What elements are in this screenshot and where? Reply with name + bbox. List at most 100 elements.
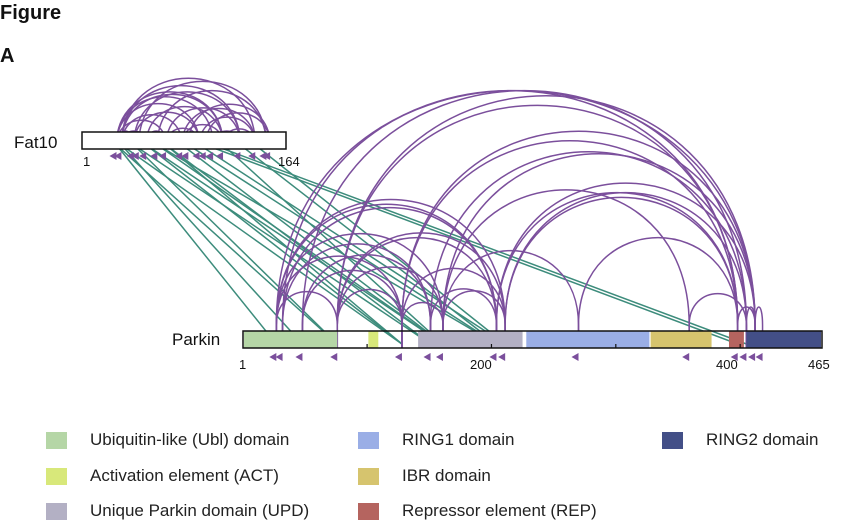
- crosslink-site-marker: [109, 152, 117, 160]
- parkin-start-label: 1: [239, 357, 246, 372]
- fat10-start-label: 1: [83, 154, 90, 169]
- legend-label-act: Activation element (ACT): [90, 466, 279, 485]
- crosslink-site-marker: [748, 353, 756, 361]
- crosslink-site-marker: [198, 152, 206, 160]
- crosslink-site-marker: [216, 152, 224, 160]
- parkin-ticks: [366, 344, 741, 348]
- inter-link: [222, 144, 444, 345]
- parkin-end-label: 465: [808, 357, 830, 372]
- crosslink-site-marker: [139, 152, 147, 160]
- legend-item-upd: Unique Parkin domain (UPD): [46, 500, 309, 522]
- legend-label-upd: Unique Parkin domain (UPD): [90, 501, 310, 520]
- parkin-intra-link: [577, 236, 739, 348]
- crosslink-site-marker: [175, 152, 183, 160]
- parkin-domain-ubl: [244, 331, 338, 348]
- legend-label-rep: Repressor element (REP): [402, 501, 597, 520]
- inter-link: [115, 144, 277, 345]
- crosslink-site-marker: [259, 152, 267, 160]
- crosslink-site-marker: [330, 353, 338, 361]
- parkin-label: Parkin: [172, 330, 220, 349]
- panel-label: A: [0, 45, 14, 67]
- crosslink-site-marker: [263, 152, 271, 160]
- fat10-intramolecular-links: [115, 77, 271, 149]
- crosslink-site-marker: [126, 152, 134, 160]
- inter-link: [156, 144, 497, 345]
- parkin-intra-link: [495, 182, 756, 348]
- parkin-intra-link: [401, 267, 506, 348]
- crosslink-site-marker: [181, 152, 189, 160]
- legend-label-ring1: RING1 domain: [402, 430, 515, 449]
- parkin-tick-label-400: 400: [716, 357, 738, 372]
- parkin-intra-link: [429, 288, 498, 348]
- parkin-intramolecular-links: [275, 89, 764, 348]
- parkin-intra-link: [504, 196, 739, 348]
- inter-link: [254, 144, 506, 345]
- parkin-domain-upd: [418, 331, 523, 348]
- crosslink-site-marker: [755, 353, 763, 361]
- crosslink-site-markers: [109, 152, 763, 361]
- parkin-intra-link: [401, 130, 756, 348]
- parkin-intra-link: [275, 233, 444, 348]
- inter-link: [120, 144, 304, 345]
- inter-link: [165, 144, 431, 345]
- legend-item-ring2: RING2 domain: [662, 429, 818, 451]
- parkin-intra-link: [442, 153, 756, 348]
- legend-swatch-ubl: [46, 431, 67, 449]
- crosslink-site-marker: [114, 152, 122, 160]
- parkin-intra-link: [336, 266, 444, 348]
- figure-title: Figure: [0, 2, 61, 24]
- fat10-end-label: 164: [278, 154, 300, 169]
- parkin-intra-link: [281, 90, 739, 348]
- crosslink-site-marker: [423, 353, 431, 361]
- crosslink-site-marker: [192, 152, 200, 160]
- legend-item-act: Activation element (ACT): [46, 465, 279, 487]
- parkin-intra-link: [336, 95, 756, 348]
- parkin-intra-link: [429, 150, 748, 348]
- parkin-intra-link: [688, 292, 748, 348]
- parkin-intra-link: [442, 189, 690, 348]
- legend-item-ubl: Ubiquitin-like (Ubl) domain: [46, 429, 289, 451]
- legend-swatch-ring1: [358, 431, 379, 449]
- crosslink-site-marker: [131, 152, 139, 160]
- legend-item-ibr: IBR domain: [358, 465, 491, 487]
- crosslink-site-marker: [206, 152, 214, 160]
- crosslink-site-marker: [571, 353, 579, 361]
- crosslink-site-marker: [682, 353, 690, 361]
- parkin-domains: [244, 331, 821, 348]
- crosslink-site-marker: [394, 353, 402, 361]
- crosslink-site-marker: [269, 353, 277, 361]
- parkin-intra-link: [275, 198, 506, 348]
- legend-swatch-rep: [358, 502, 379, 520]
- legend-label-ring2: RING2 domain: [706, 430, 819, 449]
- crosslink-site-marker: [233, 152, 241, 160]
- crosslink-site-marker: [498, 353, 506, 361]
- parkin-intra-link: [401, 140, 739, 348]
- legend-item-rep: Repressor element (REP): [358, 500, 597, 522]
- parkin-domain-act: [368, 331, 379, 348]
- legend-item-ring1: RING1 domain: [358, 429, 514, 451]
- crosslink-site-marker: [739, 353, 747, 361]
- inter-link: [145, 144, 403, 345]
- crosslink-site-marker: [248, 152, 256, 160]
- crosslink-site-marker: [435, 353, 443, 361]
- crosslink-site-marker: [489, 353, 497, 361]
- parkin-domain-ring2: [746, 331, 821, 348]
- parkin-intra-link: [301, 90, 748, 348]
- parkin-tick-label-200: 200: [470, 357, 492, 372]
- parkin-sequence-bar: [242, 330, 823, 349]
- inter-link: [115, 144, 338, 345]
- inter-link: [165, 144, 403, 345]
- parkin-domain-rep: [728, 331, 744, 348]
- crosslink-site-marker: [730, 353, 738, 361]
- fat10-sequence-bar: [81, 131, 287, 150]
- crosslink-site-marker: [150, 152, 158, 160]
- legend-swatch-act: [46, 467, 67, 485]
- legend-swatch-ring2: [662, 431, 683, 449]
- legend-swatch-ibr: [358, 467, 379, 485]
- parkin-domain-ring1: [526, 331, 650, 348]
- parkin-intra-link: [495, 192, 739, 348]
- parkin-domain-ibr: [650, 331, 712, 348]
- legend-swatch-upd: [46, 502, 67, 520]
- crosslink-site-marker: [159, 152, 167, 160]
